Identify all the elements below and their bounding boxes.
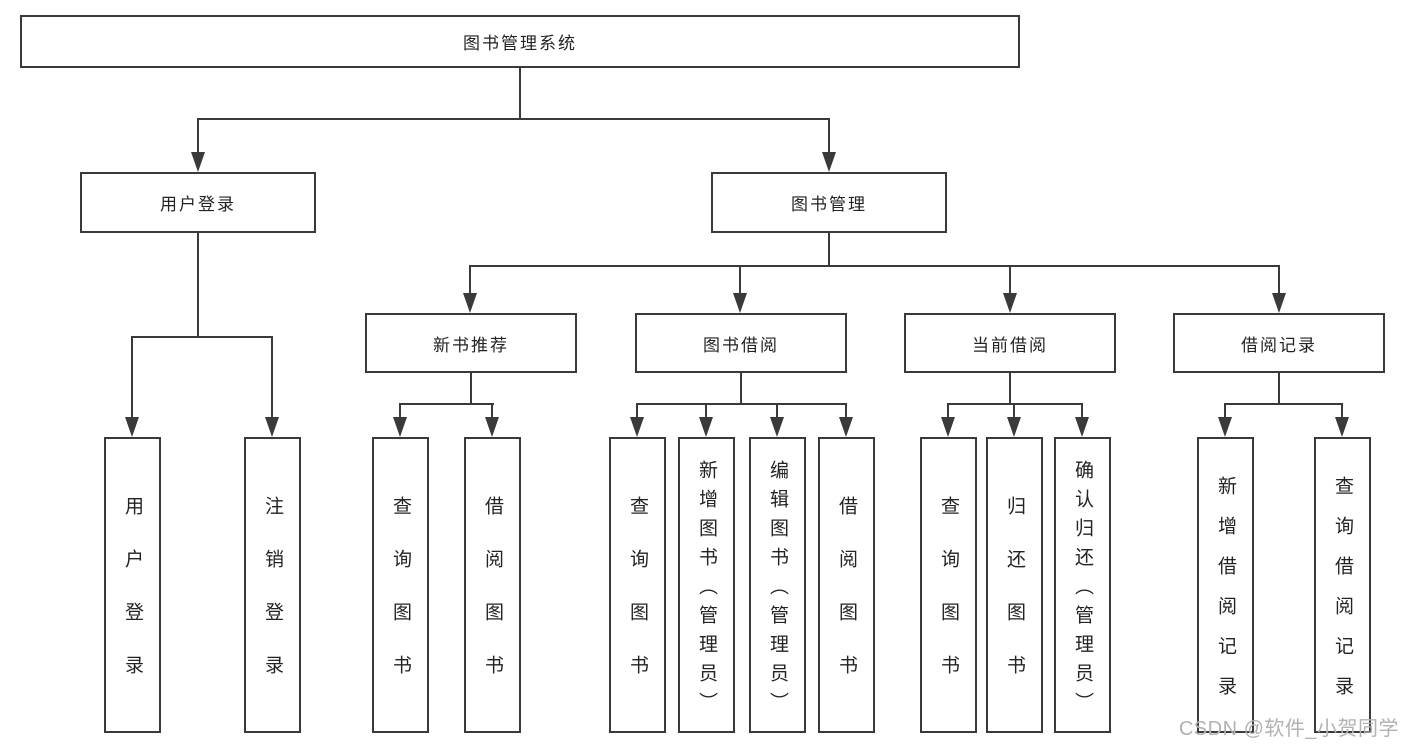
node-book-borrowing: 图书借阅 — [635, 313, 847, 373]
leaf-label: 借阅图书 — [482, 496, 503, 708]
connector-line — [739, 267, 741, 293]
arrow-down-icon — [770, 417, 784, 437]
leaf-label: 新增图书（管理员） — [696, 459, 717, 721]
leaf-label: 用户登录 — [122, 496, 143, 708]
leaf-label: 查询图书 — [627, 496, 648, 708]
arrow-down-icon — [485, 417, 499, 437]
connector-line — [828, 233, 830, 266]
leaf-borrow-books-recommend: 借阅图书 — [464, 437, 521, 733]
arrow-down-icon — [733, 293, 747, 313]
watermark: CSDN @软件_小贺同学 — [1178, 718, 1399, 740]
arrow-down-icon — [191, 152, 205, 172]
leaf-add-borrow-record: 新增借阅记录 — [1197, 437, 1254, 733]
leaf-label: 注销登录 — [262, 496, 283, 708]
leaf-query-books-borrowing: 查询图书 — [609, 437, 666, 733]
node-label: 图书借阅 — [703, 335, 779, 355]
arrow-down-icon — [1007, 417, 1021, 437]
connector-line — [845, 405, 847, 417]
leaf-user-login: 用户登录 — [104, 437, 161, 733]
connector-line — [828, 120, 830, 153]
node-label: 新书推荐 — [433, 335, 509, 355]
leaf-label: 确认归还（管理员） — [1072, 459, 1093, 721]
connector-line — [197, 233, 199, 337]
connector-line — [131, 336, 273, 338]
connector-line — [131, 338, 133, 418]
node-new-book-recommendation: 新书推荐 — [365, 313, 577, 373]
leaf-add-books-admin: 新增图书（管理员） — [678, 437, 735, 733]
leaf-label: 查询图书 — [938, 496, 959, 708]
connector-line — [470, 373, 472, 404]
arrow-down-icon — [1218, 417, 1232, 437]
arrow-down-icon — [1272, 293, 1286, 313]
connector-line — [1009, 267, 1011, 293]
node-book-management: 图书管理 — [711, 172, 947, 233]
arrow-down-icon — [393, 417, 407, 437]
leaf-query-borrow-record: 查询借阅记录 — [1314, 437, 1371, 733]
connector-line — [469, 265, 1280, 267]
connector-line — [740, 373, 742, 404]
leaf-label: 归还图书 — [1004, 496, 1025, 708]
connector-line — [1013, 405, 1015, 417]
leaf-confirm-return-admin: 确认归还（管理员） — [1054, 437, 1111, 733]
leaf-borrow-books: 借阅图书 — [818, 437, 875, 733]
connector-line — [1278, 267, 1280, 293]
node-label: 图书管理系统 — [463, 34, 577, 53]
arrow-down-icon — [1075, 417, 1089, 437]
arrow-down-icon — [941, 417, 955, 437]
connector-line — [1224, 405, 1226, 417]
node-user-login: 用户登录 — [80, 172, 316, 233]
node-library-management-system: 图书管理系统 — [20, 15, 1020, 68]
connector-line — [1224, 403, 1343, 405]
connector-line — [197, 120, 199, 153]
connector-line — [469, 267, 471, 293]
connector-line — [1081, 405, 1083, 417]
connector-line — [519, 68, 521, 119]
leaf-label: 编辑图书（管理员） — [767, 459, 788, 721]
connector-line — [1341, 405, 1343, 417]
arrow-down-icon — [839, 417, 853, 437]
arrow-down-icon — [699, 417, 713, 437]
leaf-return-books: 归还图书 — [986, 437, 1043, 733]
connector-line — [776, 405, 778, 417]
connector-line — [636, 403, 847, 405]
node-label: 借阅记录 — [1241, 335, 1317, 355]
leaf-query-books-current: 查询图书 — [920, 437, 977, 733]
leaf-label: 借阅图书 — [836, 496, 857, 708]
arrow-down-icon — [630, 417, 644, 437]
node-label: 用户登录 — [160, 195, 236, 214]
arrow-down-icon — [822, 152, 836, 172]
connector-line — [399, 403, 494, 405]
connector-line — [399, 405, 401, 417]
node-label: 当前借阅 — [972, 335, 1048, 355]
arrow-down-icon — [1335, 417, 1349, 437]
leaf-label: 查询图书 — [390, 496, 411, 708]
leaf-label: 新增借阅记录 — [1215, 475, 1236, 716]
connector-line — [271, 338, 273, 418]
arrow-down-icon — [125, 417, 139, 437]
arrow-down-icon — [463, 293, 477, 313]
leaf-label: 查询借阅记录 — [1332, 475, 1353, 716]
leaf-edit-books-admin: 编辑图书（管理员） — [749, 437, 806, 733]
node-current-borrowing: 当前借阅 — [904, 313, 1116, 373]
connector-line — [1009, 373, 1011, 404]
connector-line — [197, 118, 830, 120]
connector-line — [1278, 373, 1280, 404]
arrow-down-icon — [265, 417, 279, 437]
connector-line — [636, 405, 638, 417]
connector-line — [491, 405, 493, 417]
connector-line — [705, 405, 707, 417]
node-borrowing-records: 借阅记录 — [1173, 313, 1385, 373]
connector-line — [947, 403, 1083, 405]
node-label: 图书管理 — [791, 195, 867, 214]
arrow-down-icon — [1003, 293, 1017, 313]
leaf-query-books-recommend: 查询图书 — [372, 437, 429, 733]
connector-line — [947, 405, 949, 417]
leaf-logout: 注销登录 — [244, 437, 301, 733]
